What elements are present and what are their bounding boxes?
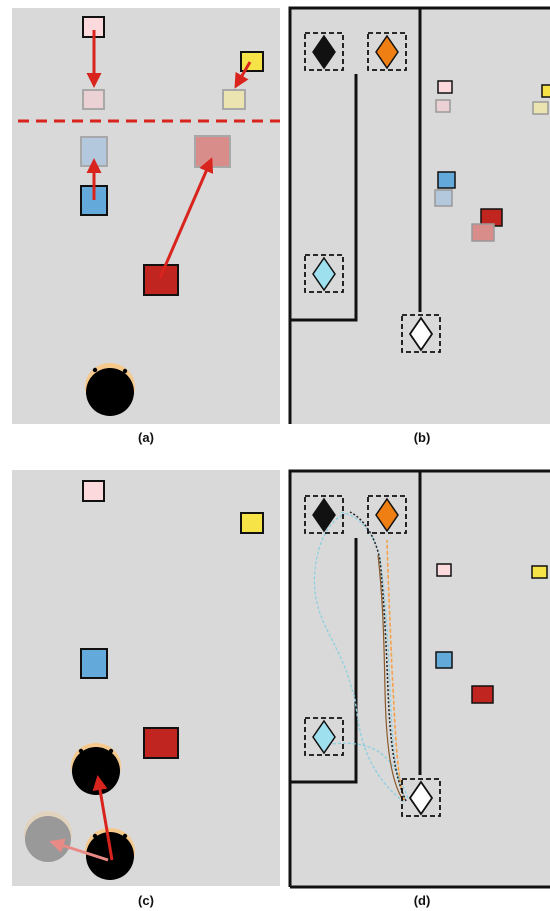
yellow-square: [541, 84, 550, 98]
red-square: [143, 727, 179, 759]
waypoint-orange: [367, 495, 407, 534]
red-arrow: [158, 157, 214, 279]
yellow-square: [240, 51, 264, 72]
pink-square: [437, 80, 453, 94]
panel-a-label: (a): [138, 430, 154, 445]
red-square: [143, 264, 179, 296]
wall-left-inner: [290, 538, 358, 784]
blue-square: [435, 651, 453, 669]
yellow-square: [531, 565, 548, 579]
waypoint-cyan: [304, 717, 344, 756]
yellow-target-faded: [532, 101, 549, 115]
panel-a-background: [12, 8, 280, 424]
pink-target-faded: [82, 89, 105, 110]
waypoint-black: [304, 32, 344, 71]
waypoint-white: [401, 314, 441, 353]
robot-forward-arrow: [92, 775, 114, 861]
blue-target-faded: [434, 189, 453, 207]
blue-square: [437, 171, 456, 189]
panel-d: [288, 469, 550, 889]
wall-outer: [288, 469, 550, 887]
panel-a: [12, 8, 280, 424]
panel-d-label: (d): [413, 893, 431, 908]
waypoint-white: [401, 778, 441, 817]
robot-top-view-icon: [71, 743, 121, 795]
pink-square: [82, 480, 105, 502]
waypoint-cyan: [304, 254, 344, 293]
robot-side-arrow: [49, 838, 109, 862]
yellow-arrow: [234, 61, 252, 89]
panel-c: [12, 470, 280, 886]
wall-outer: [288, 6, 550, 424]
pink-square: [436, 563, 452, 577]
trajectories: [313, 511, 409, 803]
red-target-faded: [471, 223, 495, 242]
waypoint-black: [304, 495, 344, 534]
robot-top-view-icon: [85, 363, 135, 416]
waypoint-orange: [367, 32, 407, 71]
panel-b: [288, 6, 550, 424]
panel-c-label: (c): [138, 893, 154, 908]
panel-b-label: (b): [413, 430, 431, 445]
red-square: [471, 685, 494, 704]
yellow-square: [240, 512, 264, 534]
robot-faded-icon: [24, 811, 72, 862]
wall-left-inner: [290, 74, 358, 322]
pink-target-faded: [435, 99, 451, 113]
blue-square: [80, 648, 108, 679]
yellow-target-faded: [222, 89, 246, 110]
red-target-faded: [194, 135, 231, 168]
